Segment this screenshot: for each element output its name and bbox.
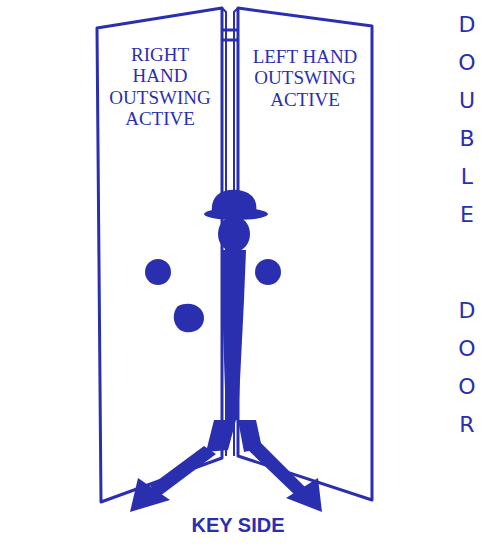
head [218,216,250,252]
key-side-label: KEY SIDE [192,514,285,537]
right-door-leaf [238,8,372,500]
vertical-title: DOUBLE [456,6,478,234]
left-foot [206,420,236,452]
left-leg-arrow [150,446,216,496]
door-leaf-text: LEFT HAND OUTSWING ACTIVE [246,46,364,110]
door-label: RIGHT HAND OUTSWING ACTIVE [103,44,217,129]
arrowhead [130,478,170,512]
door-knob [145,259,171,285]
door-frame [222,30,238,40]
figure [130,190,322,512]
door-knob [255,259,281,285]
right-leg-arrow [246,442,306,496]
vertical-title: DOOR [456,292,478,444]
hand [174,304,204,333]
door-label: LEFT HAND OUTSWING ACTIVE [246,46,364,110]
door-leaf-text: RIGHT HAND OUTSWING ACTIVE [103,44,217,129]
left-door-leaf [97,8,222,502]
body [222,250,246,420]
arrowhead [286,478,322,512]
